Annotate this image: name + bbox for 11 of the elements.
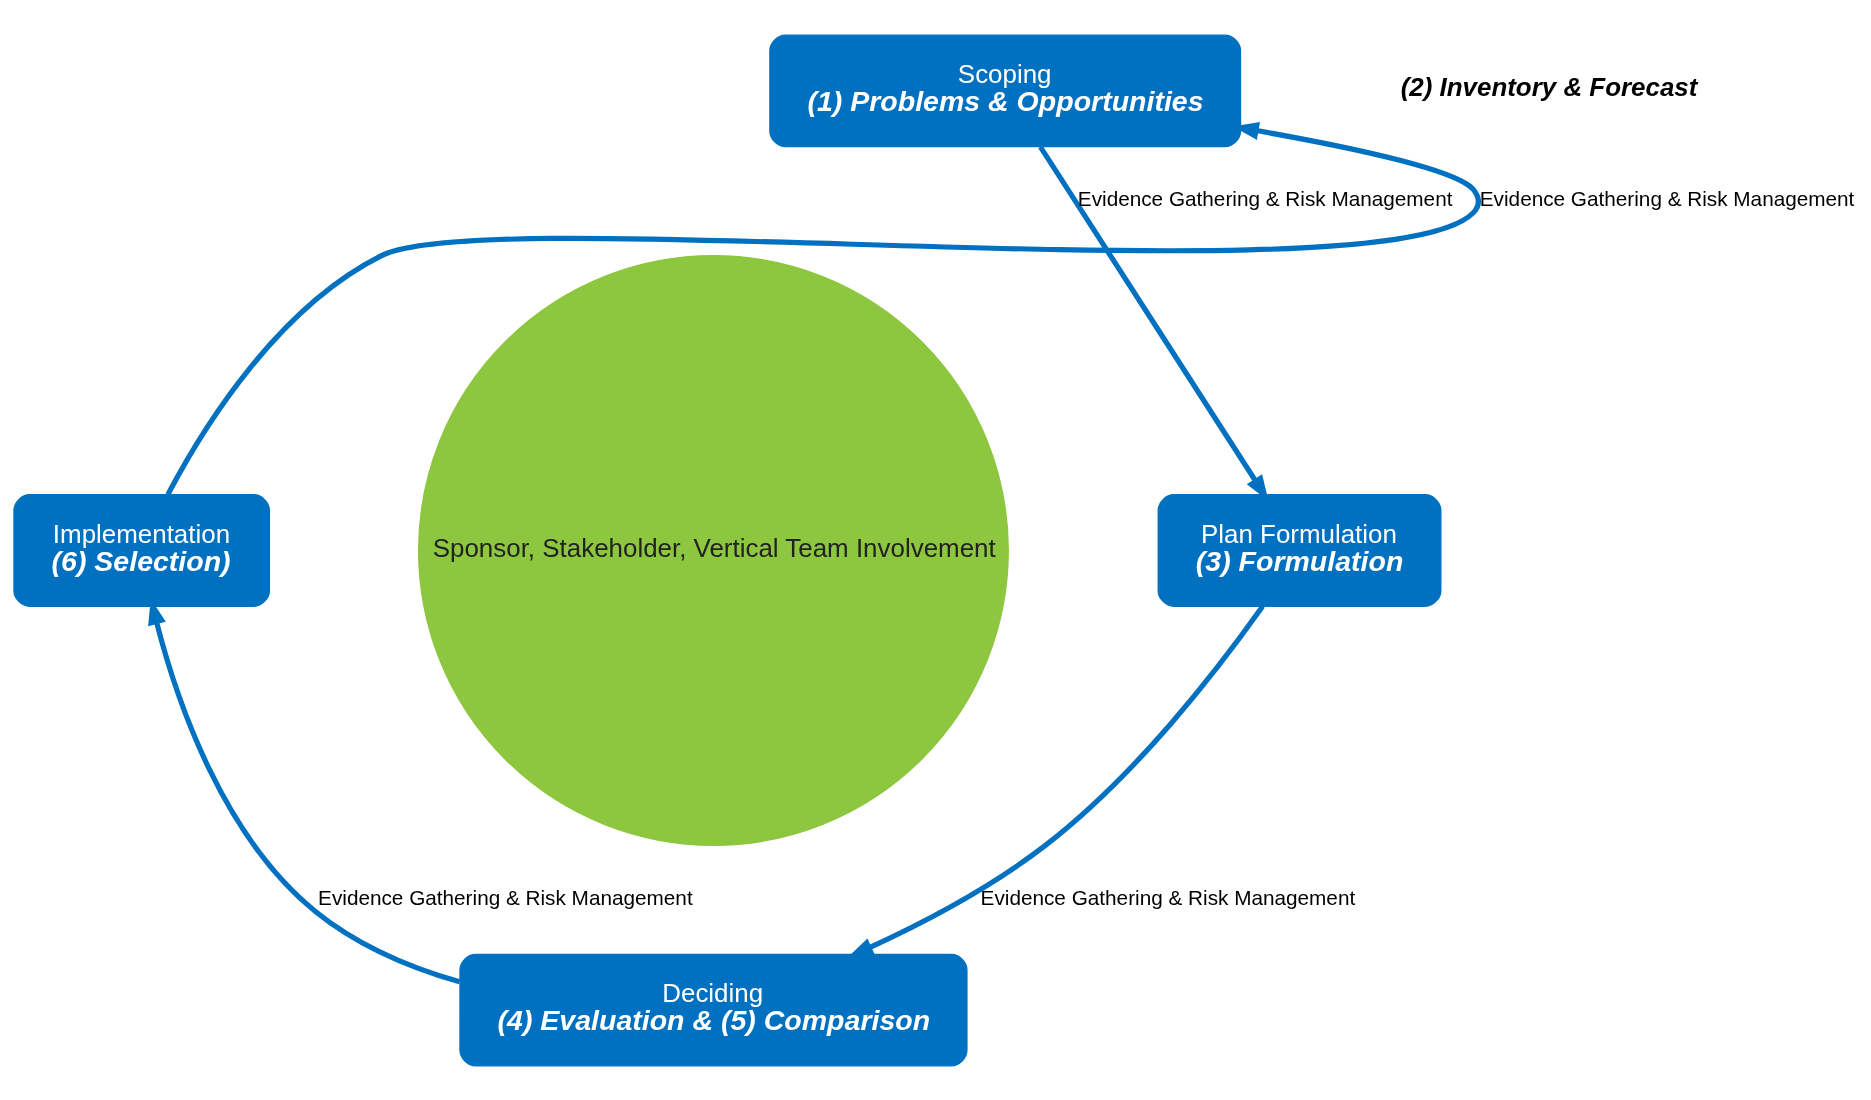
- node-box: Deciding (4) Evaluation & (5) Comparison: [459, 953, 968, 1066]
- arrow: [165, 121, 1479, 496]
- node-box: Plan Formulation (3) Formulation: [1157, 493, 1442, 607]
- node-circle: Sponsor, Stakeholder, Vertical Team Involvement: [418, 254, 1009, 846]
- edge-label: Evidence Gathering & Risk Management: [318, 885, 693, 909]
- edge-label: Evidence Gathering & Risk Management: [1479, 186, 1855, 210]
- edge-label: Evidence Gathering & Risk Management: [1077, 186, 1453, 210]
- edge-label: Evidence Gathering & Risk Management: [980, 885, 1356, 909]
- node-box: Scoping (1) Problems & Opportunities: [769, 34, 1242, 147]
- label: (2) Inventory & Forecast: [1400, 72, 1698, 101]
- node-box: Implementation (6) Selection): [13, 493, 271, 607]
